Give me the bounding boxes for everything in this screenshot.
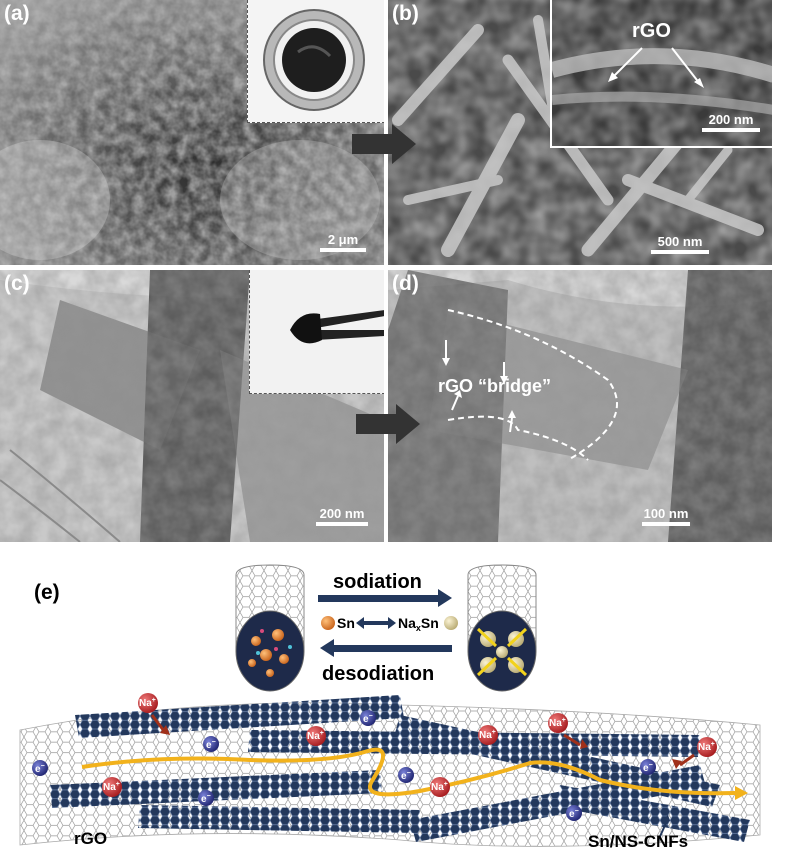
electron-label: e− xyxy=(206,739,216,751)
scale-bar-c: 200 nm xyxy=(316,506,368,526)
na-ion-icon xyxy=(306,726,326,746)
rgo-bridge-label: rGO “bridge” xyxy=(438,376,552,396)
electron-icon xyxy=(360,710,376,726)
sn-ns-cnf-network xyxy=(50,695,750,842)
electron-path xyxy=(81,747,736,797)
cnf-label: Sn/NS-CNFs xyxy=(588,832,688,851)
bridge-outline-top xyxy=(447,309,618,461)
rgo-sem-inset: rGO 200 nm xyxy=(550,0,772,148)
schematic-diagram: sodiation desodiation Sn NaxSn Na+ Na+ N… xyxy=(19,564,761,851)
na-ion-label: Na+ xyxy=(103,781,120,793)
sodiation-arrow xyxy=(318,595,438,602)
na-ion-icon xyxy=(102,777,122,797)
arrow-left xyxy=(611,47,643,79)
na-ion-label: Na+ xyxy=(307,730,324,742)
scale-bar-b-inset: 200 nm xyxy=(702,112,760,132)
sodiation-label: sodiation xyxy=(333,571,422,593)
electron-icon xyxy=(203,736,219,752)
rgo-label: rGO xyxy=(74,829,107,848)
sem-inset-image xyxy=(552,0,772,146)
panel-c: (c) 200 nm xyxy=(0,270,384,542)
cnf-pointer-arrow xyxy=(657,822,667,842)
reversible-arrow-icon xyxy=(356,617,396,629)
panel-label-e: (e) xyxy=(34,581,60,604)
pristine-cnf-cross-section xyxy=(235,564,305,692)
scale-bar-a: 2 μm xyxy=(320,232,366,252)
na-ion-label: Na+ xyxy=(479,729,496,741)
panel-b: (b) rGO 200 nm 500 nm xyxy=(388,0,772,265)
electron-icon xyxy=(198,790,214,806)
coin-cell-photo-inset xyxy=(247,0,384,123)
panel-label-b: (b) xyxy=(392,2,419,25)
desodiation-label: desodiation xyxy=(322,663,434,685)
scale-bar-d: 100 nm xyxy=(642,506,690,526)
naxsn-particle-icon xyxy=(444,616,458,630)
sn-particle-icon xyxy=(321,616,335,630)
na-ion-icon xyxy=(430,777,450,797)
electron-label: e− xyxy=(643,762,653,774)
na-ion-label: Na+ xyxy=(698,741,715,753)
na-ion-icon xyxy=(548,713,568,733)
expansion-arrows xyxy=(476,627,528,677)
sodiated-cnf-cross-section xyxy=(467,564,537,692)
na-ion-icon xyxy=(138,693,158,713)
panel-d: (d) rGO “bridge” 100 nm xyxy=(388,270,772,542)
electron-icon xyxy=(640,759,656,775)
electron-label: e− xyxy=(363,713,373,725)
electron-icon xyxy=(566,805,582,821)
tem-image-d xyxy=(388,270,772,542)
na-ion-label: Na+ xyxy=(549,717,566,729)
film-photo-inset xyxy=(249,270,384,394)
electron-label: e− xyxy=(401,770,411,782)
scale-bar-b: 500 nm xyxy=(651,234,709,254)
panel-label-a: (a) xyxy=(4,2,30,25)
electron-icon xyxy=(398,767,414,783)
electron-icon xyxy=(32,760,48,776)
panel-a: (a) 2 μm xyxy=(0,0,384,265)
na-ion-icon xyxy=(478,725,498,745)
electron-label: e− xyxy=(201,793,211,805)
sn-label: Sn xyxy=(337,615,355,631)
na-ion-label: Na+ xyxy=(431,781,448,793)
panel-label-c: (c) xyxy=(4,272,30,295)
tweezers-film-icon xyxy=(290,310,384,344)
electron-label: e− xyxy=(35,763,45,775)
panel-label-d: (d) xyxy=(392,272,419,295)
naxsn-label: NaxSn xyxy=(398,615,439,633)
electron-label: e− xyxy=(569,808,579,820)
na-ion-label: Na+ xyxy=(139,697,156,709)
right-arrow-icon xyxy=(352,124,416,164)
arrow-right xyxy=(671,47,701,85)
coin-cell-icon xyxy=(263,9,365,111)
na-flow-arrows xyxy=(150,714,695,767)
right-arrow-icon xyxy=(356,404,420,444)
bridge-outline-bottom xyxy=(447,415,589,461)
desodiation-arrow xyxy=(334,645,452,652)
na-ion-icon xyxy=(697,737,717,757)
rgo-inset-label: rGO xyxy=(632,20,671,42)
